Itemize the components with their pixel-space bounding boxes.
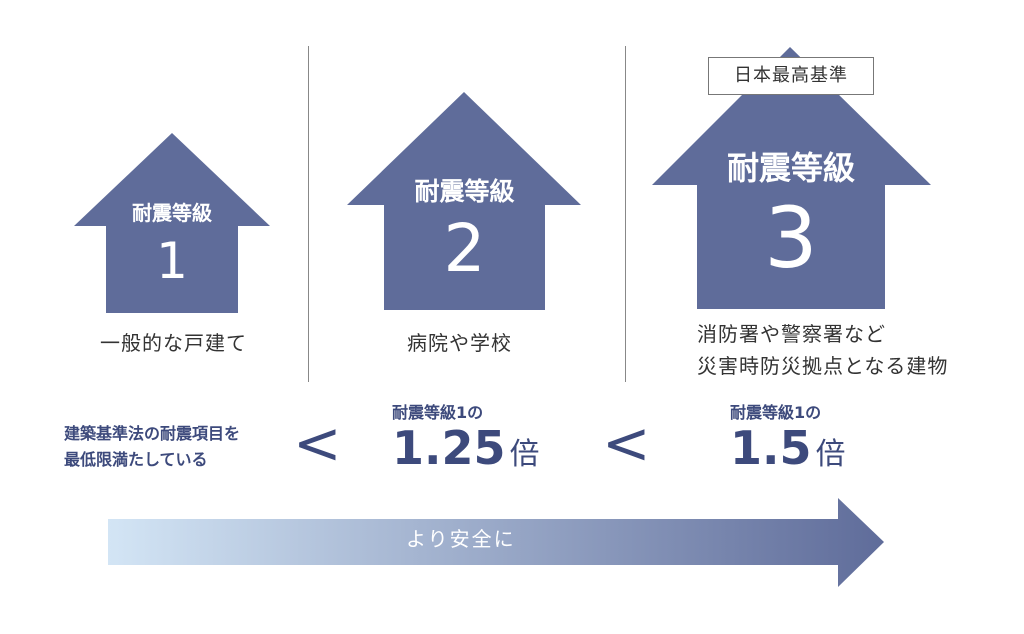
- top-standard-badge: 日本最高基準: [708, 57, 874, 95]
- house-3-label: 耐震等級: [726, 149, 855, 187]
- house-grade-1: [74, 133, 270, 313]
- base-text-line-2: 最低限満たしている: [64, 450, 208, 469]
- house-2-label: 耐震等級: [414, 177, 515, 206]
- house-3-number: 3: [764, 189, 818, 287]
- safer-arrow-label: より安全に: [406, 527, 516, 551]
- house-grade-3: [652, 47, 931, 309]
- divider-2: [625, 46, 626, 382]
- house-grade-2: [347, 92, 581, 310]
- grade-2-ratio-value: 1.25: [392, 421, 506, 475]
- grade-3-ratio-value: 1.5: [730, 421, 812, 475]
- base-text-line-1: 建築基準法の耐震項目を: [64, 424, 241, 443]
- house-1-caption: 一般的な戸建て: [100, 331, 247, 355]
- safer-arrow: [108, 498, 884, 587]
- grade-2-ratio-unit: 倍: [509, 437, 540, 472]
- house-2-number: 2: [443, 210, 486, 287]
- house-1-number: 1: [156, 232, 188, 290]
- house-2-caption: 病院や学校: [407, 331, 512, 355]
- house-1-label: 耐震等級: [132, 201, 212, 225]
- less-than-2: <: [602, 409, 651, 477]
- less-than-1: <: [293, 409, 342, 477]
- divider-1: [308, 46, 309, 382]
- house-3-caption-line-1: 消防署や警察署など: [697, 322, 886, 346]
- grade-3-ratio-unit: 倍: [815, 437, 846, 472]
- house-3-caption-line-2: 災害時防災拠点となる建物: [697, 354, 949, 378]
- grade-3-ratio-prefix: 耐震等級1の: [730, 403, 822, 422]
- grade-2-ratio-prefix: 耐震等級1の: [392, 403, 484, 422]
